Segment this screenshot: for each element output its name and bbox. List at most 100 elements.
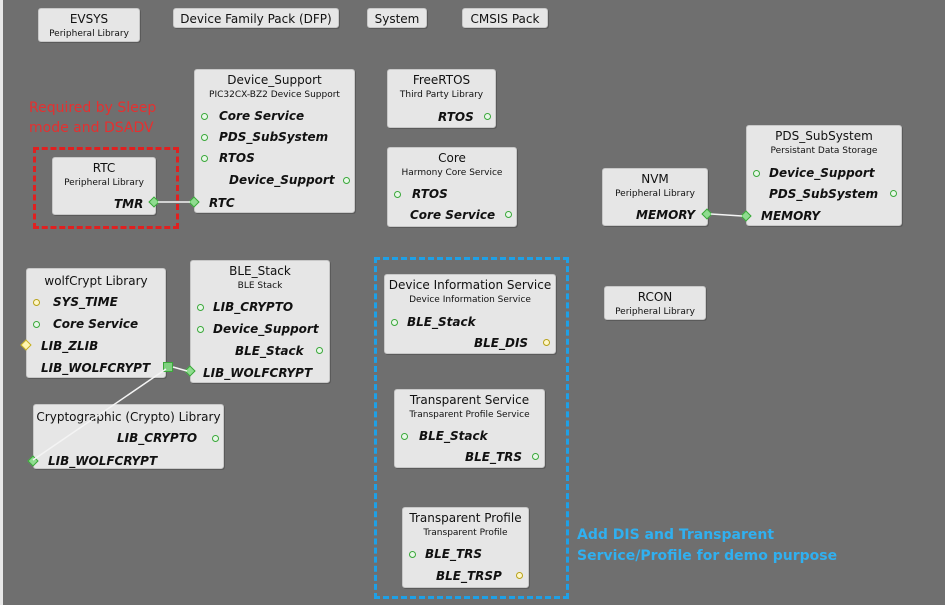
component-title: Device Family Pack (DFP) — [180, 12, 332, 26]
port-pds-subsystem: PDS_SubSystem — [219, 130, 329, 144]
component-freertos[interactable]: FreeRTOS Third Party Library RTOS — [387, 69, 496, 128]
note-line: Service/Profile for demo purpose — [577, 548, 838, 564]
component-dfp[interactable]: Device Family Pack (DFP) — [173, 8, 339, 28]
dependency-dot-icon[interactable] — [409, 551, 416, 558]
dependency-dot-icon[interactable] — [201, 155, 208, 162]
component-title: PDS_SubSystem — [775, 129, 873, 143]
capability-dot-icon[interactable] — [316, 347, 323, 354]
demo-components-frame — [374, 257, 569, 599]
port-lib-wolfcrypt: LIB_WOLFCRYPT — [48, 454, 158, 468]
component-subtitle: Peripheral Library — [64, 178, 144, 188]
component-title: CMSIS Pack — [470, 12, 540, 26]
component-title: Core — [438, 151, 466, 165]
component-title: Device Information Service — [388, 278, 552, 292]
port-lib-crypto: LIB_CRYPTO — [117, 431, 198, 445]
port-ble-trsp: BLE_TRSP — [436, 569, 502, 583]
component-subtitle: Peripheral Library — [49, 29, 129, 39]
port-lib-wolfcrypt: LIB_WOLFCRYPT — [41, 361, 151, 375]
dependency-dot-icon[interactable] — [391, 319, 398, 326]
port-rtos: RTOS — [438, 110, 474, 124]
port-sys-time: SYS_TIME — [53, 295, 118, 309]
demo-note: Add DIS and Transparent Service/Profile … — [577, 525, 837, 567]
component-subtitle: Peripheral Library — [615, 307, 695, 317]
component-device-information-service[interactable]: Device Information Service Device Inform… — [384, 274, 556, 354]
port-device-support: Device_Support — [769, 166, 875, 180]
component-subtitle: BLE Stack — [237, 281, 283, 291]
component-evsys[interactable]: EVSYS Peripheral Library — [38, 8, 140, 42]
component-subtitle: Device Information Service — [409, 295, 531, 305]
port-tmr: TMR — [114, 197, 144, 211]
note-line: Required by Sleep — [29, 100, 157, 116]
component-title: EVSYS — [69, 12, 109, 26]
component-title: Transparent Profile — [409, 511, 522, 525]
component-title: Device_Support — [227, 73, 322, 87]
component-device-support[interactable]: Device_Support PIC32CX-BZ2 Device Suppor… — [194, 69, 355, 213]
component-transparent-service[interactable]: Transparent Service Transparent Profile … — [394, 389, 545, 468]
port-core-service: Core Service — [219, 109, 305, 123]
port-ble-trs: BLE_TRS — [425, 547, 483, 561]
port-lib-zlib: LIB_ZLIB — [41, 339, 99, 353]
component-crypto[interactable]: Cryptographic (Crypto) Library LIB_CRYPT… — [33, 404, 224, 469]
dependency-dot-icon[interactable] — [201, 134, 208, 141]
dependency-dot-icon[interactable] — [394, 191, 401, 198]
optional-capability-dot-icon[interactable] — [543, 339, 550, 346]
dependency-dot-icon[interactable] — [197, 326, 204, 333]
wire-memory — [710, 213, 743, 217]
component-title: RCON — [637, 290, 673, 304]
lib-wolfcrypt-connector-icon[interactable] — [163, 362, 173, 372]
component-subtitle: Transparent Profile Service — [409, 410, 530, 420]
component-nvm[interactable]: NVM Peripheral Library MEMORY — [602, 168, 708, 226]
optional-dependency-dot-icon[interactable] — [33, 299, 40, 306]
wire-wolfcrypt-ble — [172, 366, 188, 372]
optional-capability-dot-icon[interactable] — [516, 572, 523, 579]
port-ble-stack: BLE_Stack — [235, 344, 304, 358]
sleep-mode-note: Required by Sleep mode and DSADV — [29, 98, 156, 138]
component-wolfcrypt[interactable]: wolfCrypt Library SYS_TIME Core Service … — [26, 268, 166, 378]
component-subtitle: Persistant Data Storage — [770, 146, 878, 156]
port-core-service: Core Service — [410, 208, 496, 222]
rtc-highlight-frame — [33, 147, 179, 229]
component-title: BLE_Stack — [229, 264, 291, 278]
port-ble-dis: BLE_DIS — [474, 336, 529, 350]
component-title: FreeRTOS — [412, 73, 471, 87]
port-lib-crypto: LIB_CRYPTO — [213, 300, 294, 314]
component-transparent-profile[interactable]: Transparent Profile Transparent Profile … — [402, 507, 529, 588]
dependency-dot-icon[interactable] — [401, 433, 408, 440]
port-lib-wolfcrypt: LIB_WOLFCRYPT — [203, 366, 313, 380]
dependency-dot-icon[interactable] — [197, 304, 204, 311]
dependency-dot-icon[interactable] — [753, 170, 760, 177]
port-rtc: RTC — [209, 196, 235, 210]
component-system[interactable]: System — [367, 8, 427, 28]
capability-dot-icon[interactable] — [212, 435, 219, 442]
component-ble-stack[interactable]: BLE_Stack BLE Stack LIB_CRYPTO Device_Su… — [190, 260, 330, 383]
port-memory: MEMORY — [636, 208, 696, 222]
component-title: wolfCrypt Library — [44, 274, 148, 288]
component-cmsis-pack[interactable]: CMSIS Pack — [462, 8, 548, 28]
component-title: RTC — [92, 161, 116, 175]
capability-dot-icon[interactable] — [890, 190, 897, 197]
dependency-dot-icon[interactable] — [33, 321, 40, 328]
component-rcon[interactable]: RCON Peripheral Library — [604, 286, 706, 320]
capability-dot-icon[interactable] — [532, 453, 539, 460]
note-line: mode and DSADV — [29, 120, 154, 136]
component-subtitle: Peripheral Library — [615, 189, 695, 199]
dependency-dot-icon[interactable] — [201, 113, 208, 120]
capability-dot-icon[interactable] — [505, 211, 512, 218]
port-ble-trs: BLE_TRS — [465, 450, 523, 464]
component-pds-subsystem[interactable]: PDS_SubSystem Persistant Data Storage De… — [746, 125, 902, 226]
component-title: NVM — [641, 172, 669, 186]
port-ble-stack: BLE_Stack — [407, 315, 476, 329]
component-title: Cryptographic (Crypto) Library — [36, 410, 221, 424]
component-core[interactable]: Core Harmony Core Service RTOS Core Serv… — [387, 147, 517, 227]
component-rtc[interactable]: RTC Peripheral Library TMR — [52, 157, 156, 215]
capability-dot-icon[interactable] — [343, 177, 350, 184]
component-subtitle: PIC32CX-BZ2 Device Support — [209, 90, 340, 100]
port-rtos: RTOS — [219, 151, 255, 165]
capability-dot-icon[interactable] — [484, 113, 491, 120]
port-core-service: Core Service — [53, 317, 139, 331]
component-title: Transparent Service — [409, 393, 530, 407]
port-rtos: RTOS — [412, 187, 448, 201]
port-device-support: Device_Support — [229, 173, 335, 187]
wire-wolfcrypt-crypto — [32, 368, 167, 461]
